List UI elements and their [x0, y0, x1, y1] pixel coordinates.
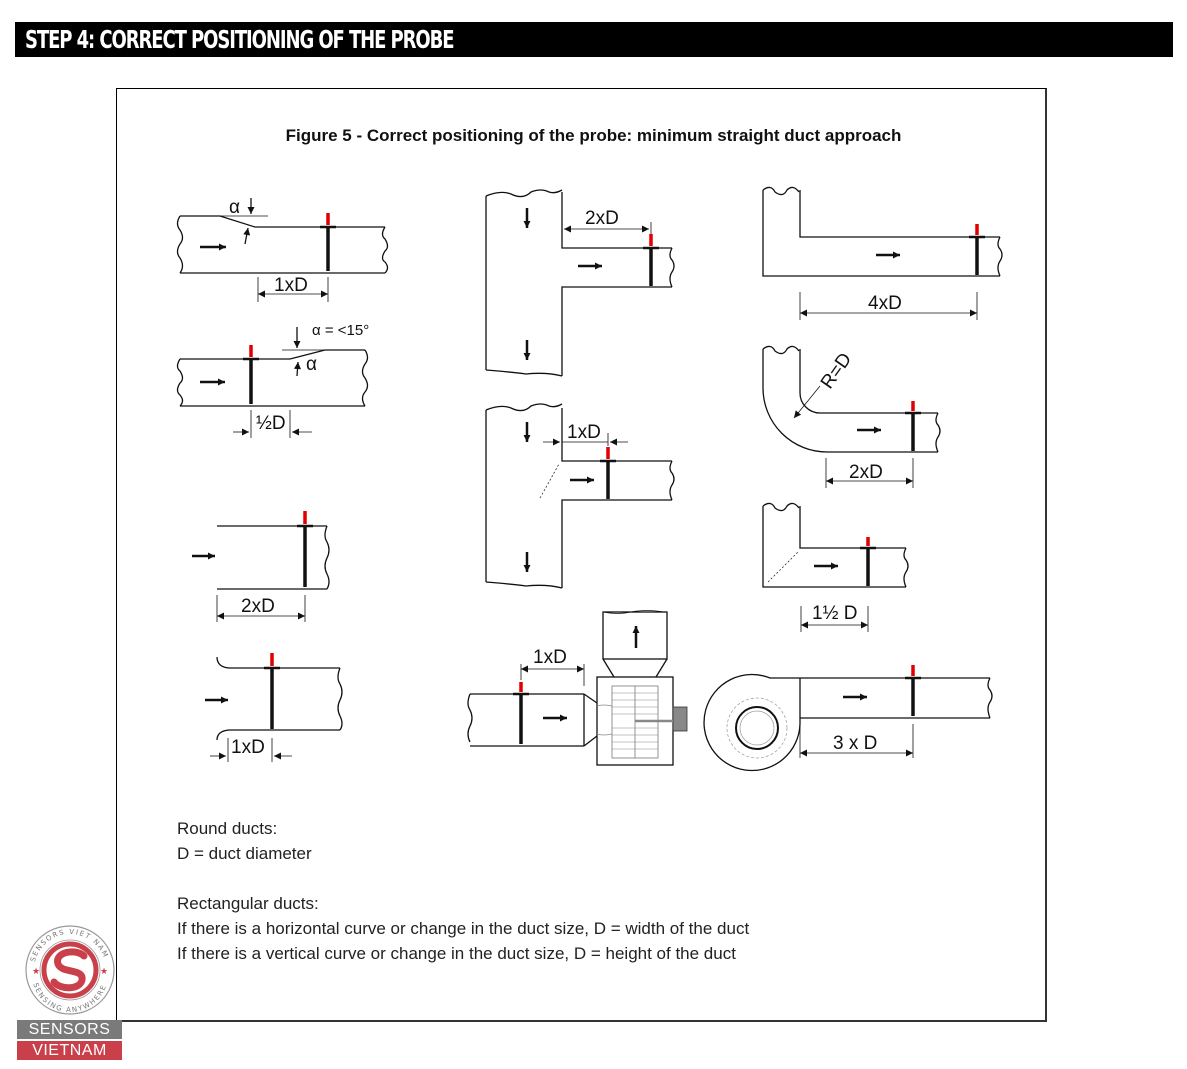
- round-ducts-heading: Round ducts:: [177, 819, 278, 838]
- figure-frame: [116, 88, 1047, 1022]
- figure-title: Figure 5 - Correct positioning of the pr…: [285, 126, 902, 145]
- distance-label: 4xD: [868, 293, 902, 314]
- diagram-tee-branch: [485, 189, 675, 377]
- diagram-square-elbow: [762, 186, 1003, 320]
- angle-label: α: [306, 354, 317, 375]
- logo-text-vietnam: VIETNAM: [17, 1041, 122, 1060]
- break-line: [176, 215, 184, 274]
- diagram-square-elbow-vanes: [762, 502, 909, 632]
- distance-label: ½D: [256, 413, 286, 434]
- svg-text:★: ★: [100, 967, 108, 977]
- rectangular-vertical-rule: If there is a vertical curve or change i…: [177, 944, 736, 963]
- radius-label: R=D: [817, 349, 856, 393]
- distance-label: 2xD: [849, 462, 883, 483]
- distance-label: 1½ D: [812, 603, 857, 624]
- diagram-tee-branch-vanes: [485, 403, 675, 589]
- svg-text:★: ★: [32, 967, 40, 977]
- round-ducts-definition: D = duct diameter: [177, 844, 312, 863]
- angle-rule-label: α = <15°: [312, 322, 369, 339]
- distance-label: 2xD: [241, 596, 275, 617]
- angle-label: α: [229, 197, 240, 218]
- definitions-notes: Round ducts: D = duct diameter Rectangul…: [177, 816, 749, 966]
- distance-label: 1xD: [231, 737, 265, 758]
- rectangular-ducts-heading: Rectangular ducts:: [177, 894, 319, 913]
- page-title: STEP 4: CORRECT POSITIONING OF THE PROBE: [25, 25, 455, 54]
- turning-vanes: [767, 551, 799, 583]
- diagram-contraction: [176, 198, 389, 302]
- company-logo-emblem: ★ ★ SENSORS VIET NAM SENSING ANYWHERE: [25, 925, 115, 1015]
- distance-label: 1xD: [567, 422, 601, 443]
- fan-impeller: [726, 697, 788, 759]
- distance-label: 3 x D: [833, 733, 877, 754]
- rectangular-horizontal-rule: If there is a horizontal curve or change…: [177, 919, 750, 938]
- header-bar: STEP 4: CORRECT POSITIONING OF THE PROBE: [15, 22, 1173, 57]
- diagram-centrifugal-fan: [703, 665, 993, 772]
- diagram-expansion: [176, 327, 369, 438]
- distance-label: 1xD: [274, 275, 308, 296]
- diagram-duct-inlet-straight: [192, 511, 330, 622]
- diagram-duct-inlet-bellmouth: [205, 653, 343, 762]
- diagram-fan-outlet-axial: [467, 610, 688, 766]
- distance-label: 2xD: [585, 208, 619, 229]
- diagram-radius-elbow: [762, 345, 941, 488]
- logo-text-sensors: SENSORS: [17, 1020, 122, 1039]
- distance-label: 1xD: [533, 647, 567, 668]
- turning-vanes: [539, 463, 560, 499]
